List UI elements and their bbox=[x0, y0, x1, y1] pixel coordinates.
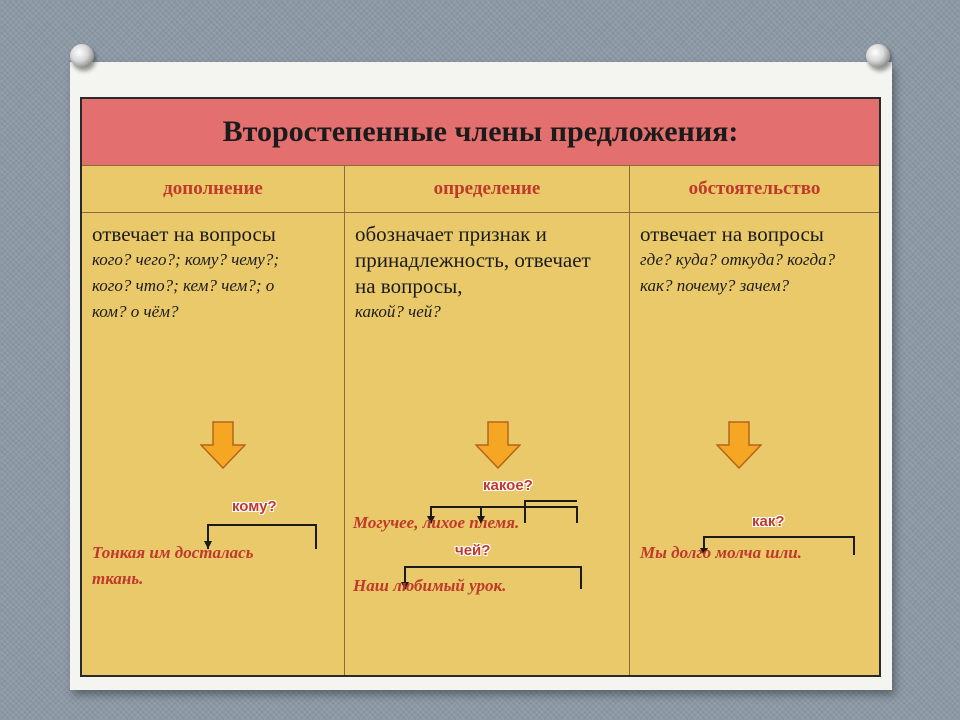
header-obstoyatelstvo: обстоятельство bbox=[688, 177, 821, 199]
down-arrow-icon bbox=[200, 421, 246, 469]
cell-obstoyatelstvo: отвечает на вопросы где? куда? откуда? к… bbox=[630, 213, 879, 675]
header-dopolnenie: дополнение bbox=[163, 177, 263, 199]
questions: какой? чей? bbox=[355, 302, 441, 321]
table: Второстепенные члены предложения: дополн… bbox=[80, 97, 881, 677]
example-line: Наш любимый урок. bbox=[353, 576, 507, 595]
questions: где? куда? откуда? когда? как? почему? з… bbox=[640, 250, 836, 295]
bracket-icon bbox=[204, 524, 317, 549]
pushpin-icon bbox=[866, 44, 890, 68]
column-divider bbox=[629, 165, 630, 675]
questions: кого? чего?; кому? чему?; кого? что?; ке… bbox=[92, 250, 279, 321]
example-question: какое? bbox=[483, 477, 533, 494]
header-opredelenie: определение bbox=[433, 177, 541, 199]
table-title: Второстепенные члены предложения: bbox=[82, 99, 879, 166]
example-line: Тонкая им досталась bbox=[92, 543, 254, 562]
description: отвечает на вопросы bbox=[640, 222, 824, 246]
down-arrow-icon bbox=[475, 421, 521, 469]
example-question: как? bbox=[752, 513, 785, 530]
example-question: кому? bbox=[232, 498, 277, 515]
cell-dopolnenie: отвечает на вопросы кого? чего?; кому? ч… bbox=[82, 213, 344, 675]
bracket-icon bbox=[401, 566, 582, 590]
cell-opredelenie: обозначает признак и принадлежность, отв… bbox=[345, 213, 629, 675]
description: отвечает на вопросы bbox=[92, 222, 276, 246]
pushpin-icon bbox=[70, 44, 94, 68]
example-line: ткань. bbox=[92, 569, 144, 588]
bracket-icon bbox=[700, 536, 855, 556]
example-line: Могучее, лихое племя. bbox=[353, 513, 520, 532]
example-question: чей? bbox=[455, 542, 491, 559]
column-divider bbox=[344, 165, 345, 675]
description: обозначает признак и принадлежность, отв… bbox=[355, 222, 591, 298]
example-line: Мы долго молча шли. bbox=[640, 543, 802, 562]
header-row: дополнение определение обстоятельство bbox=[82, 165, 879, 213]
bracket-icon bbox=[427, 500, 578, 524]
down-arrow-icon bbox=[716, 421, 762, 469]
